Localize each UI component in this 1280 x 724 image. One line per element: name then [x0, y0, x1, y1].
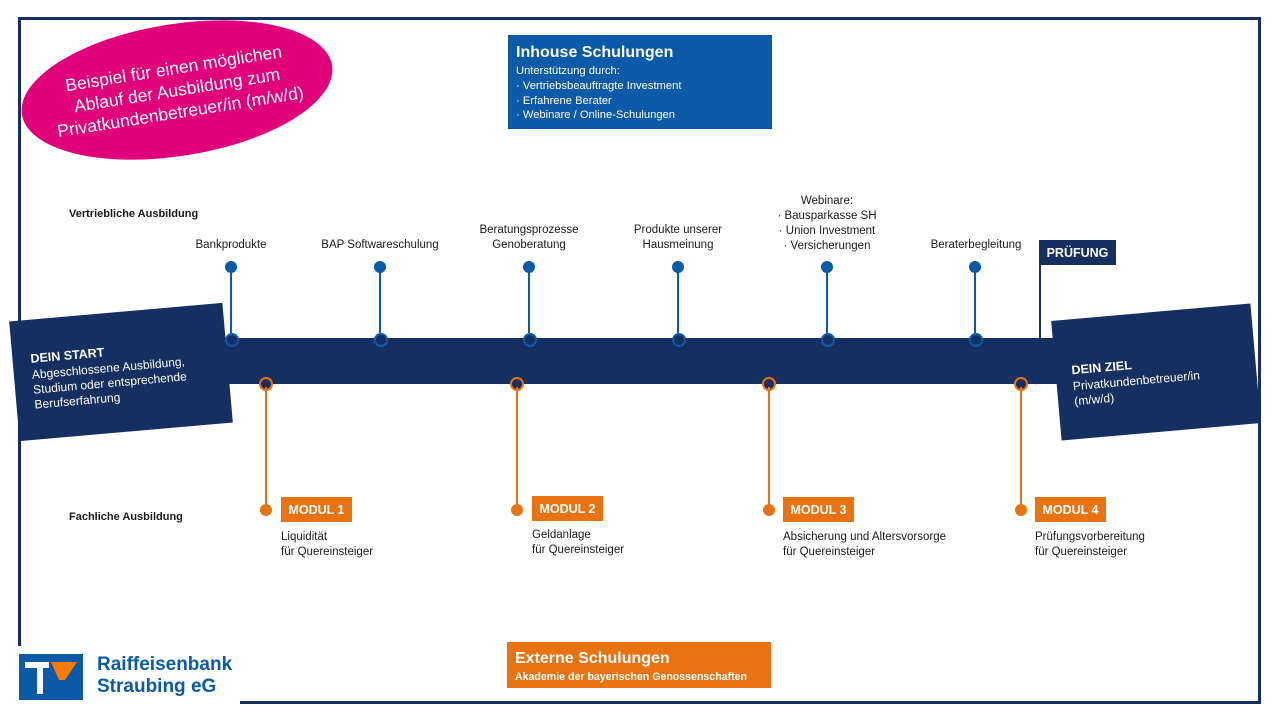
- milestone-label: Beratungsprozesse Genoberatung: [444, 223, 614, 253]
- external-title: Externe Schulungen: [515, 650, 670, 667]
- webinar-list: Bausparkasse SH Union Investment Versich…: [742, 209, 912, 254]
- milestone-stem: [379, 267, 381, 333]
- module-line: für Quereinsteiger: [281, 546, 374, 558]
- bank-name: Raiffeisenbank Straubing eG: [97, 654, 232, 698]
- bank-logo-icon: [19, 654, 83, 700]
- module-line: Geldanlage: [532, 529, 591, 541]
- milestone-stem: [230, 267, 232, 333]
- row-label-technical: Fachliche Ausbildung: [69, 511, 183, 523]
- external-subtitle: Akademie der bayerischen Genossenschafte…: [515, 671, 747, 683]
- module-line: Prüfungsvorbereitung: [1035, 531, 1145, 543]
- milestone-ring: [374, 333, 388, 347]
- exam-flagpole: [1039, 242, 1041, 340]
- milestone-line: Hausmeinung: [642, 239, 714, 251]
- row-label-sales: Vertriebliche Ausbildung: [69, 208, 199, 220]
- module-text: Liquidität für Quereinsteiger: [281, 530, 373, 560]
- milestone-ring: [225, 333, 239, 347]
- external-trainings-box: Externe Schulungen Akademie der bayerisc…: [507, 642, 771, 688]
- example-badge-text: Beispiel für einen möglichen Ablauf der …: [55, 41, 305, 142]
- milestone-stem: [826, 267, 828, 333]
- module-stem: [768, 387, 770, 510]
- module-line: für Quereinsteiger: [532, 544, 625, 556]
- milestone-ring: [672, 333, 686, 347]
- milestone-stem: [528, 267, 530, 333]
- milestone-label: BAP Softwareschulung: [295, 238, 465, 253]
- milestone-line: Bankprodukte: [195, 239, 267, 251]
- milestone-ring: [821, 333, 835, 347]
- exam-flag: PRÜFUNG: [1039, 240, 1116, 265]
- milestone-line: Produkte unserer: [633, 224, 723, 236]
- milestone-label: Bankprodukte: [146, 238, 316, 253]
- module-dot: [260, 504, 272, 516]
- module-stem: [1020, 387, 1022, 510]
- timeline-band: [218, 338, 1061, 384]
- inhouse-item: Erfahrene Berater: [516, 94, 681, 109]
- milestone-ring: [523, 333, 537, 347]
- milestone-ring: [969, 333, 983, 347]
- module-line: Absicherung und Altersvorsorge: [783, 531, 947, 543]
- milestone-line: Webinare:: [800, 195, 854, 207]
- inhouse-trainings-box: Inhouse Schulungen Unterstützung durch: …: [508, 35, 772, 129]
- milestone-line: BAP Softwareschulung: [321, 239, 439, 251]
- module-dot: [1015, 504, 1027, 516]
- webinar-item: Union Investment: [742, 224, 912, 239]
- milestone-stem: [677, 267, 679, 333]
- module-badge: MODUL 3: [783, 497, 854, 522]
- module-dot: [763, 504, 775, 516]
- module-text: Absicherung und Altersvorsorge für Quere…: [783, 530, 946, 560]
- inhouse-subtitle: Unterstützung durch:: [516, 65, 620, 77]
- module-stem: [265, 387, 267, 510]
- milestone-line: Beratungsprozesse: [479, 224, 579, 236]
- start-box: DEIN START Abgeschlossene Ausbildung, St…: [9, 302, 233, 442]
- module-line: Liquidität: [281, 531, 328, 543]
- module-line: für Quereinsteiger: [1035, 546, 1128, 558]
- inhouse-item: Webinare / Online-Schulungen: [516, 108, 681, 123]
- milestone-label: Webinare: Bausparkasse SH Union Investme…: [742, 194, 912, 254]
- webinar-item: Bausparkasse SH: [742, 209, 912, 224]
- module-badge: MODUL 2: [532, 496, 603, 521]
- module-line: für Quereinsteiger: [783, 546, 876, 558]
- bank-name-line: Raiffeisenbank: [97, 654, 233, 675]
- milestone-label: Produkte unserer Hausmeinung: [593, 223, 763, 253]
- milestone-stem: [974, 267, 976, 333]
- module-text: Geldanlage für Quereinsteiger: [532, 528, 624, 558]
- inhouse-item: Vertriebsbeauftragte Investment: [516, 79, 682, 94]
- inhouse-title: Inhouse Schulungen: [516, 44, 674, 61]
- milestone-label: Beraterbegleitung: [891, 238, 1061, 253]
- webinar-item: Versicherungen: [742, 239, 912, 254]
- module-text: Prüfungsvorbereitung für Quereinsteiger: [1035, 530, 1145, 560]
- module-badge: MODUL 1: [281, 497, 352, 522]
- module-stem: [516, 387, 518, 510]
- bank-name-line: Straubing eG: [97, 676, 217, 697]
- milestone-line: Beraterbegleitung: [930, 239, 1022, 251]
- inhouse-list: Vertriebsbeauftragte Investment Erfahren…: [516, 79, 682, 123]
- module-badge: MODUL 4: [1035, 497, 1106, 522]
- milestone-line: Genoberatung: [492, 239, 566, 251]
- module-dot: [511, 504, 523, 516]
- goal-box: DEIN ZIEL Privatkundenbetreuer/in (m/w/d…: [1051, 303, 1261, 441]
